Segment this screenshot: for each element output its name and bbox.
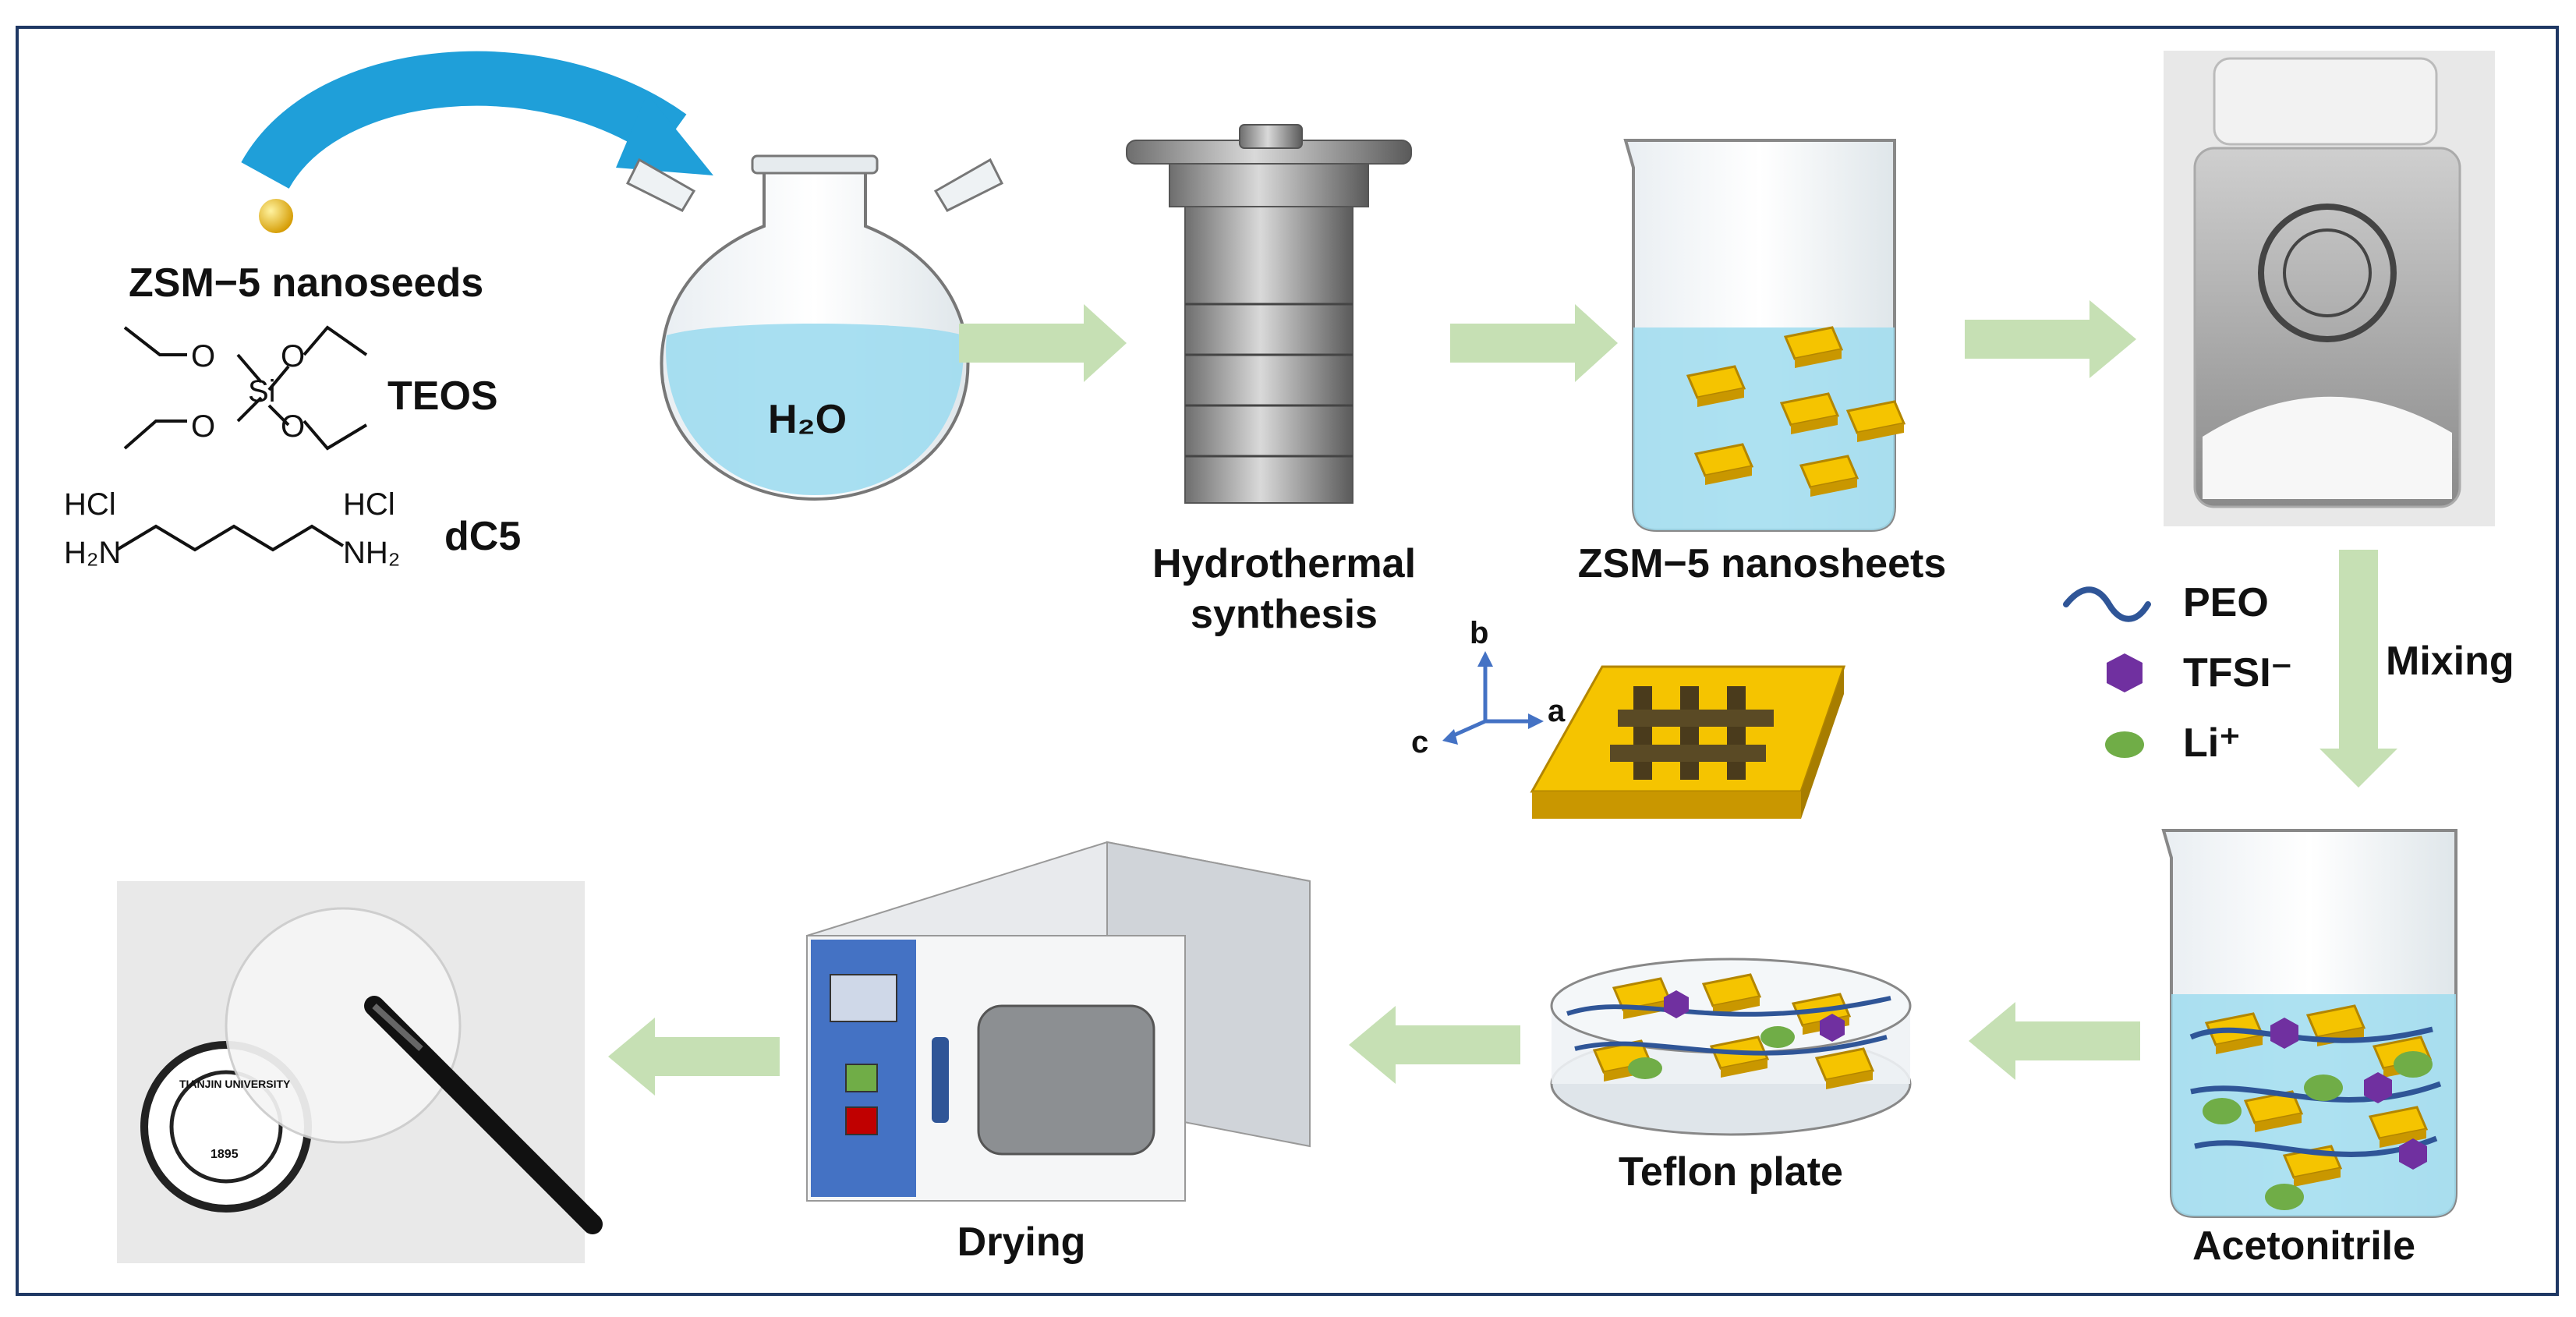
- crystal-axes: [1442, 651, 1544, 745]
- arrow-left-icon: [608, 1018, 780, 1096]
- peo-chain-icon: [2063, 586, 2151, 622]
- h2n-label: H₂N: [64, 536, 121, 570]
- autoclave-icon: [1126, 124, 1412, 504]
- teos-o2: O: [281, 339, 305, 374]
- hydrothermal-label-line2: synthesis: [1191, 592, 1378, 637]
- tfsi-ion-icon: [2107, 653, 2143, 692]
- acetonitrile-beaker-icon: [2161, 829, 2457, 1218]
- nanoseed-icon: [259, 199, 293, 233]
- teos-label: TEOS: [387, 374, 498, 419]
- electrolyte-film-photo: [117, 881, 603, 1263]
- teos-si: Si: [248, 374, 276, 409]
- dc5-chain: [115, 524, 345, 552]
- arrow-right-icon: [959, 304, 1127, 382]
- arrow-left-icon: [1349, 1006, 1520, 1084]
- arrow-down-icon: [2319, 550, 2397, 788]
- zsm5-nanoseeds-label: ZSM−5 nanoseeds: [129, 260, 483, 306]
- axis-c-label: c: [1411, 725, 1428, 759]
- li-label: Li⁺: [2183, 720, 2241, 766]
- hydrothermal-label-line1: Hydrothermal: [1152, 541, 1416, 586]
- figure-border: [16, 26, 2559, 1296]
- zsm5-nanosheets-label: ZSM−5 nanosheets: [1578, 541, 1946, 586]
- teos-o4: O: [281, 409, 305, 444]
- arrow-right-icon: [1965, 300, 2136, 378]
- hcl-left-label: HCl: [64, 487, 116, 522]
- powder-vial-photo: [2164, 51, 2495, 526]
- nh2-label: NH₂: [343, 536, 400, 570]
- zeolite-channel-sheet-icon: [1530, 665, 1846, 819]
- beaker-nanosheets-icon: [1623, 139, 1905, 532]
- axis-b-label: b: [1470, 616, 1488, 650]
- arrow-left-icon: [1969, 1002, 2140, 1080]
- tfsi-label: TFSI⁻: [2183, 650, 2292, 696]
- acetonitrile-label: Acetonitrile: [2192, 1223, 2415, 1269]
- h2o-label: H₂O: [768, 397, 847, 442]
- dc5-label: dC5: [444, 514, 521, 559]
- teos-o1: O: [191, 339, 215, 374]
- teflon-plate-icon: [1550, 958, 1912, 1136]
- seal-text: TIANJIN UNIVERSITY: [179, 1078, 291, 1090]
- three-neck-flask-icon: [625, 154, 1004, 501]
- drying-oven-icon: [806, 841, 1311, 1202]
- li-ion-icon: [2105, 731, 2144, 758]
- arrow-right-icon: [1450, 304, 1618, 382]
- hcl-right-label: HCl: [343, 487, 395, 522]
- drying-label: Drying: [957, 1220, 1086, 1265]
- teos-o3: O: [191, 409, 215, 444]
- mixing-label: Mixing: [2386, 639, 2514, 684]
- teos-structure: [123, 325, 368, 451]
- teflon-plate-label: Teflon plate: [1619, 1149, 1843, 1195]
- peo-label: PEO: [2183, 580, 2269, 625]
- axis-a-label: a: [1548, 694, 1566, 728]
- seal-year: 1895: [211, 1148, 239, 1161]
- curved-arrow-icon: [241, 51, 713, 190]
